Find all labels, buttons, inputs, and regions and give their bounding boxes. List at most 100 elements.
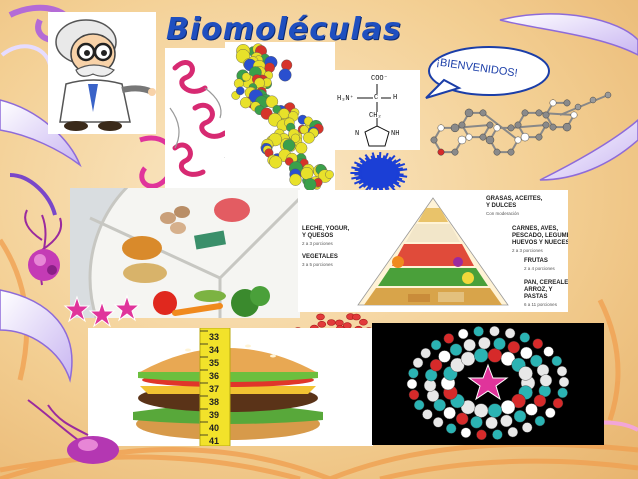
- dna-atom: [240, 97, 252, 109]
- dna-atom: [235, 86, 245, 96]
- cyclodextrin-atom: [423, 379, 437, 392]
- cyclodextrin-atom: [543, 346, 554, 357]
- dna-atom: [299, 125, 309, 135]
- steroid-atom: [574, 103, 582, 111]
- cyclodextrin-atom: [449, 343, 463, 356]
- red-blood-cell: [316, 313, 325, 321]
- pyramid-fats-servings: Con moderación: [486, 211, 520, 216]
- pyramid-veg-label: VEGETALES: [302, 254, 338, 260]
- fuzzy-core: [361, 159, 397, 187]
- tape-number: 36: [209, 371, 219, 381]
- tape-number: 40: [209, 423, 219, 433]
- pyramid-fruit-servings: 2 a 4 porciones: [524, 266, 555, 271]
- steroid-atom: [486, 121, 494, 129]
- cyclodextrin-atom: [408, 368, 419, 379]
- cyclodextrin-atom: [493, 337, 506, 350]
- cyclodextrin-atom: [470, 415, 483, 429]
- cyclodextrin-atom: [520, 346, 533, 360]
- cyclodextrin-atom: [532, 338, 544, 349]
- cyclodextrin-atom: [429, 359, 443, 372]
- cyclodextrin-atom: [485, 416, 498, 430]
- pyramid-grains-servings: 6 a 11 porciones: [524, 302, 557, 307]
- dna-atom: [303, 132, 315, 144]
- steroid-atom: [507, 124, 515, 132]
- dna-atom: [289, 173, 302, 186]
- tape-number: 41: [209, 436, 219, 446]
- cyclodextrin-atom: [473, 403, 489, 418]
- cyclodextrin-atom: [463, 338, 476, 352]
- steroid-atom: [521, 109, 529, 117]
- cyclodextrin-atom: [558, 376, 570, 388]
- cyclodextrin-atom: [432, 417, 444, 428]
- steroid-bond: [559, 94, 609, 116]
- cyclodextrin-atom: [425, 368, 438, 382]
- red-blood-cell: [317, 321, 327, 328]
- dna-atom: [300, 166, 314, 180]
- steroid-atom: [570, 111, 578, 119]
- steroid-atom: [542, 121, 550, 129]
- histidine-nh: NH: [391, 130, 400, 138]
- cyclodextrin-atom: [507, 426, 519, 438]
- cyclodextrin-atom: [473, 348, 489, 363]
- cyclodextrin-atom: [525, 403, 538, 416]
- pyramid-fats-label: GRASAS, ACEITES, Y DULCES: [486, 196, 543, 209]
- cyclodextrin-atom: [478, 336, 491, 350]
- cyclodextrin-atom: [487, 403, 503, 418]
- cyclodextrin-atom: [489, 325, 500, 337]
- cyclodextrin-atom: [443, 333, 455, 344]
- steroid-atom: [549, 123, 557, 131]
- red-blood-cell: [335, 319, 344, 327]
- cyclodextrin-atom: [408, 389, 420, 401]
- histidine-amine: H₃N⁺: [337, 95, 354, 103]
- steroid-atom: [464, 108, 474, 118]
- purple-flower-decoration: [27, 399, 119, 464]
- dna-atom: [325, 170, 334, 179]
- cyclodextrin-atom: [460, 427, 472, 438]
- cyclodextrin-atom: [500, 399, 516, 415]
- cyclodextrin-atom: [521, 422, 533, 433]
- cyclodextrin-atom: [443, 406, 456, 420]
- pyramid-meat-servings: 2 a 3 porciones: [512, 248, 543, 253]
- cyclodextrin-atom: [457, 328, 469, 340]
- steroid-atom: [535, 109, 543, 117]
- cyclodextrin-atom: [455, 412, 469, 426]
- cyclodextrin-atom: [473, 326, 484, 337]
- histidine-ch2: CH₂: [369, 112, 382, 120]
- steroid-atom: [465, 133, 473, 141]
- cyclodextrin-atom: [534, 415, 546, 427]
- pyramid-dairy-label: LECHE, YOGUR, Y QUESOS: [302, 226, 350, 239]
- cyclodextrin-atom: [539, 374, 553, 387]
- steroid-atom: [520, 132, 530, 142]
- scientist-cartoon: [48, 12, 156, 134]
- cyclodextrin-atom: [492, 429, 503, 440]
- steroid-atom: [562, 122, 572, 132]
- tape-number: 37: [209, 384, 219, 394]
- steroid-atom: [535, 133, 543, 141]
- red-blood-cell: [326, 319, 336, 326]
- steroid-atom: [514, 136, 522, 144]
- tape-number: 35: [209, 358, 219, 368]
- red-blood-cell: [359, 318, 368, 326]
- cyclodextrin-atom: [438, 350, 451, 363]
- cyclodextrin-atom: [420, 348, 431, 359]
- pyramid-dairy-servings: 2 a 3 porciones: [302, 241, 333, 246]
- cyclodextrin-atom: [551, 355, 563, 367]
- cyclodextrin-atom: [460, 351, 476, 366]
- cyclodextrin-atom: [433, 398, 446, 412]
- food-pyramid-graphic: [357, 197, 509, 306]
- cyclodextrin-atom: [530, 354, 543, 368]
- cyclodextrin-atom: [507, 341, 521, 354]
- cyclodextrin-atom: [545, 407, 556, 419]
- tape-number: 33: [209, 332, 219, 342]
- cyclodextrin-atom: [556, 366, 568, 377]
- steroid-atom: [450, 123, 460, 133]
- histidine-structure: COO⁻ H₃N⁺ C H CH₂ NH N: [335, 70, 420, 150]
- steroid-atom: [604, 91, 612, 99]
- tape-number: 39: [209, 410, 219, 420]
- tape-number: 38: [209, 397, 219, 407]
- welcome-speech-bubble: [425, 46, 550, 99]
- cyclodextrin-atom: [476, 429, 487, 441]
- steroid-atom: [507, 148, 515, 156]
